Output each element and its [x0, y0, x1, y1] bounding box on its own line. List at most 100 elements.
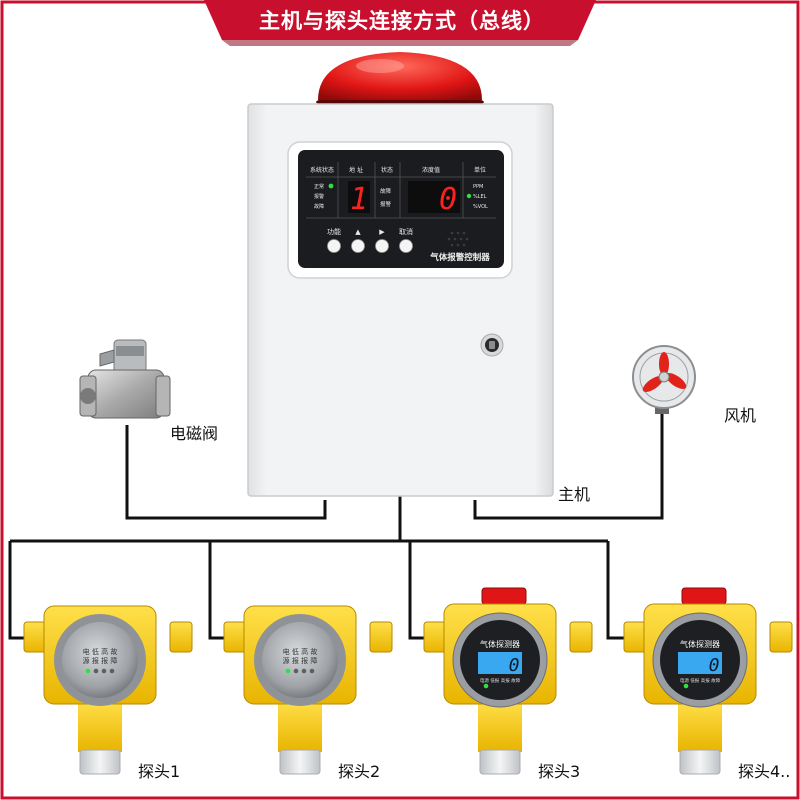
- unit-ppm: PPM: [473, 184, 483, 190]
- concentration-value: 0: [439, 182, 457, 217]
- bus-wiring: [8, 412, 664, 640]
- status-label-alarm: 报警: [314, 193, 324, 200]
- unit-led: [466, 193, 472, 199]
- panel-brand-label: 气体报警控制器: [429, 252, 490, 263]
- probe-1-label: 探头1: [138, 762, 181, 781]
- unit-vol: %VOL: [473, 204, 488, 210]
- probe-4-label: 探头4..: [738, 762, 791, 781]
- title-banner-shadow: [222, 40, 578, 46]
- probe-1-sensor-cap: [79, 749, 121, 775]
- probe-3-stem: [478, 700, 522, 752]
- probe-2-led-labels: 电 低 高 故源 报 报 障: [283, 647, 318, 665]
- address-display: [348, 181, 370, 213]
- probe-1-stem: [78, 700, 122, 752]
- probe-2: [223, 605, 393, 775]
- solenoid-valve: [79, 339, 171, 419]
- page-title: 主机与探头连接方式（总线）: [259, 9, 545, 33]
- probe-2-cable-gland-right: [369, 621, 393, 653]
- button-label-function: 功能: [327, 227, 341, 236]
- host-label: 主机: [558, 485, 591, 504]
- valve-flange-right: [155, 375, 171, 417]
- probe-1-fault-led: [109, 668, 115, 674]
- panel-header-concentration: 浓度值: [422, 166, 440, 174]
- probe-4-footer-labels: 电源 低报 高报 故障: [680, 677, 721, 684]
- buzzer-grille-icon: [447, 231, 469, 247]
- button-label-right: ▶: [379, 228, 385, 236]
- alarm-beacon: [318, 52, 482, 100]
- alarm-controller: 系统状态 地 址 状态 浓度值 单位 正常 报警 故障 1 故障 报警 0 PP…: [247, 52, 554, 497]
- probe-3-power-led: [483, 683, 489, 689]
- probe-1-power-led: [85, 668, 91, 674]
- state-label-fault: 故障: [380, 187, 392, 195]
- probe-4-cable-gland-right: [769, 621, 793, 653]
- status-label-fault: 故障: [314, 203, 324, 210]
- wire-probe-2: [208, 541, 224, 640]
- probe-4-lcd-screen: [678, 652, 722, 674]
- probe-1-cable-gland-right: [169, 621, 193, 653]
- probe-4-screen-title: 气体探测器: [680, 639, 720, 649]
- probe-2-head: [262, 622, 338, 698]
- probe-3-sensor-cap: [479, 749, 521, 775]
- solenoid-valve-label: 电磁阀: [170, 424, 219, 443]
- probe-3-lcd-screen: [478, 652, 522, 674]
- fan-hub: [658, 371, 670, 383]
- cancel-button[interactable]: [399, 239, 413, 253]
- valve-coil: [113, 339, 147, 375]
- concentration-display: [408, 181, 460, 213]
- probe-2-low-led: [293, 668, 299, 674]
- lock-slot: [489, 341, 495, 349]
- beacon-highlight: [356, 59, 404, 73]
- exhaust-fan: [632, 345, 696, 414]
- panel-header-state: 状态: [381, 166, 393, 174]
- probe-4-sensor-cap: [679, 749, 721, 775]
- probe-3-cable-gland-left: [423, 621, 447, 653]
- valve-connector: [99, 349, 115, 367]
- panel-header-unit: 单位: [474, 166, 486, 174]
- valve-coil-band: [116, 346, 144, 356]
- probe-4-stem: [678, 700, 722, 752]
- button-label-up: ▲: [355, 228, 361, 236]
- panel-header-system-state: 系统状态: [310, 166, 334, 174]
- wire-probe-3: [408, 541, 424, 640]
- title-banner-shape: [204, 0, 596, 40]
- address-value: 1: [350, 182, 368, 217]
- probe-1-led-labels: 电 低 高 故源 报 报 障: [83, 647, 118, 665]
- probe-1-high-led: [101, 668, 107, 674]
- fan-mount: [655, 406, 669, 414]
- up-button[interactable]: [351, 239, 365, 253]
- function-button[interactable]: [327, 239, 341, 253]
- fan-blades-icon: [642, 352, 687, 393]
- probe-1-low-led: [93, 668, 99, 674]
- unit-lel: %LEL: [473, 194, 487, 200]
- wire-fan: [473, 412, 664, 520]
- probe-3-display-value: 0: [509, 655, 520, 676]
- wire-valve: [125, 425, 327, 520]
- probe-4: [623, 587, 793, 775]
- probe-3: [423, 587, 593, 775]
- probe-2-high-led: [301, 668, 307, 674]
- probe-1-head: [62, 622, 138, 698]
- probe-2-fault-led: [309, 668, 315, 674]
- probe-3-label: 探头3: [538, 762, 581, 781]
- probe-4-cable-gland-left: [623, 621, 647, 653]
- probe-4-display-value: 0: [709, 655, 720, 676]
- probe-4-power-led: [683, 683, 689, 689]
- probe-2-sensor-cap: [279, 749, 321, 775]
- state-label-alarm: 报警: [380, 200, 392, 208]
- probe-3-footer-labels: 电源 低报 高报 故障: [480, 677, 521, 684]
- probe-4-alarm-light: [681, 587, 727, 605]
- wire-probe-1: [8, 541, 24, 640]
- button-label-cancel: 取消: [399, 227, 413, 236]
- probe-1-cable-gland-left: [23, 621, 47, 653]
- probe-3-alarm-light: [481, 587, 527, 605]
- wire-probe-4: [606, 541, 624, 640]
- controller-panel: [298, 150, 504, 268]
- right-button[interactable]: [375, 239, 389, 253]
- status-label-normal: 正常: [314, 183, 324, 190]
- probe-2-stem: [278, 700, 322, 752]
- valve-body: [87, 369, 165, 419]
- fan-label: 风机: [724, 406, 757, 425]
- probe-3-cable-gland-right: [569, 621, 593, 653]
- status-led-normal: [328, 183, 334, 189]
